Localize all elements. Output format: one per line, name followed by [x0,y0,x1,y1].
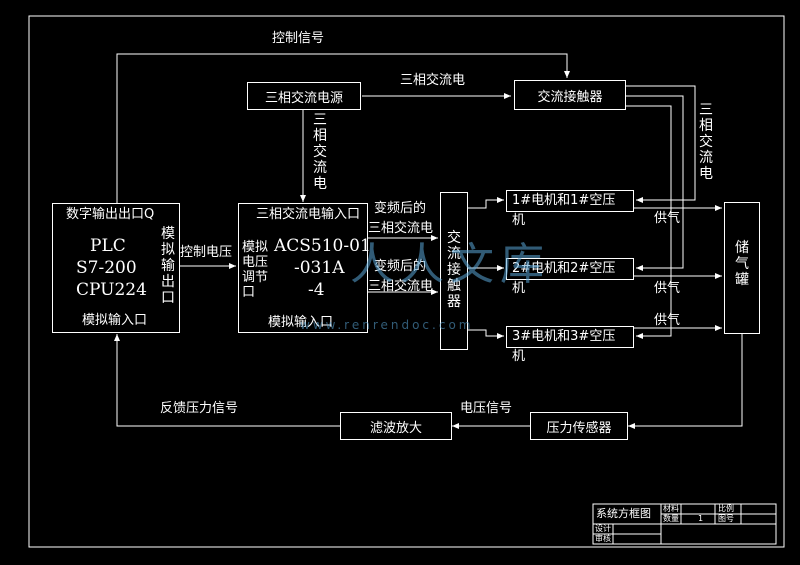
ac-contactor-mid-label: 交流接触器 [447,230,461,310]
title-block-drawing-no: 图号 [718,514,734,523]
watermark-url: www.renrendoc.com [300,318,474,332]
title-block-name: 系统方框图 [596,507,651,520]
inverter-model-3: -4 [308,280,325,300]
control-signal-line [116,53,570,203]
power-source-label: 三相交流电源 [264,90,343,106]
feedback-line [114,334,340,427]
power-source-box [247,82,361,110]
voltage-signal-label: 电压信号 [460,401,513,416]
feedback-pressure-label: 反馈压力信号 [160,401,239,416]
motor3-label-2: 机 [512,349,526,364]
motor3-box [506,326,634,348]
pressure-sensor-label: 压力传感器 [546,420,612,436]
plc-box [52,203,180,333]
gas-supply-label-3: 供气 [654,313,681,328]
freq-converted-1b: 三相交流电 [368,221,434,236]
inverter-model-2: -031A [294,258,345,278]
title-block-grid [592,503,777,545]
gas-supply-label-1: 供气 [654,211,681,226]
title-block-reviewer: 审核 [595,534,611,543]
title-block-material: 材料 [663,504,679,513]
filter-amp-label: 滤波放大 [369,420,422,436]
control-voltage-label: 控制电压 [180,245,233,260]
motor1-box [506,190,634,212]
three-phase-ac-label: 三相交流电 [400,73,466,88]
ac-contactor-top-label: 交流接触器 [537,89,603,105]
inverter-ac-input: 三相交流电输入口 [256,207,361,222]
three-phase-ac-vertical-label: 三相交流电 [313,112,327,192]
three-phase-ac-right-label: 三相交流电 [699,102,713,182]
tank-label: 储气罐 [735,240,749,288]
plc-analog-in: 模拟输入口 [82,313,148,328]
tank-to-sensor-line [628,334,743,429]
drawing-frame [28,15,785,548]
motor2-label-1: 2#电机和2#空压 [512,261,616,276]
inverter-analog-adj: 模拟电压调节口 [242,240,269,300]
motor3-label-1: 3#电机和3#空压 [512,329,616,344]
motor2-box [506,258,634,280]
filter-amp-box [340,412,452,440]
plc-name: PLC [90,236,126,256]
freq-converted-2b: 三相交流电 [368,279,434,294]
inverter-model-1: ACS510-01 [274,236,371,256]
motor2-label-2: 机 [512,281,526,296]
title-block-qty-value: 1 [698,514,704,523]
contactor-to-motor1-ac-line [626,85,696,203]
gas-supply-label-2: 供气 [654,281,681,296]
plc-model: S7-200 [76,258,137,278]
contactor-to-motor1-line [468,197,504,209]
inverter-box [238,203,368,333]
inverter-analog-in: 模拟输入口 [268,315,334,330]
title-block-quantity: 数量 [663,514,679,523]
plc-digital-out: 数字输出出口Q [66,207,155,222]
motor1-label-1: 1#电机和1#空压 [512,193,616,208]
plc-analog-out: 模拟输出口 [161,226,175,306]
freq-converted-2a: 变频后的 [374,259,427,274]
control-signal-label: 控制信号 [272,31,325,46]
pressure-sensor-box [530,412,628,440]
contactor-to-motor3-line [468,329,504,339]
freq-converted-1a: 变频后的 [374,201,427,216]
contactor-to-motor3-ac-line [626,105,672,339]
title-block-scale: 比例 [718,504,734,513]
title-block-designer: 设计 [595,524,611,533]
contactor-to-motor2-ac-line [626,95,684,271]
motor1-label-2: 机 [512,213,526,228]
watermark-logo: 人人文库 [350,239,550,290]
ac-contactor-mid-box [440,192,468,350]
ac-contactor-top-box [514,80,626,110]
plc-cpu: CPU224 [76,280,147,300]
tank-box [724,202,760,334]
